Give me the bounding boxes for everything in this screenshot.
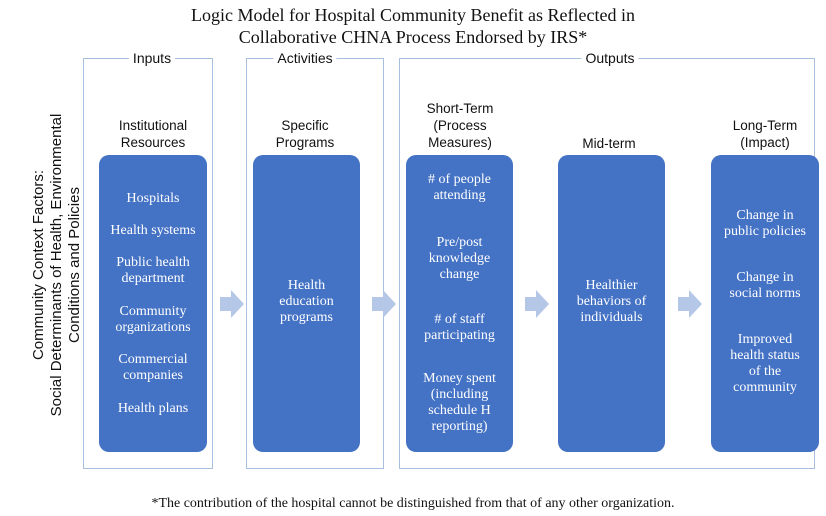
short-term-item-people-attending: # of people attending: [428, 172, 491, 203]
input-item-hospitals: Hospitals: [126, 191, 180, 206]
inputs-section-label: Inputs: [128, 49, 176, 67]
arrow-shape: [372, 290, 396, 318]
arrow-activities-to-short-term: [372, 290, 396, 318]
arrow-mid-term-to-long-term: [678, 290, 702, 318]
arrow-shape: [525, 290, 549, 318]
inputs-heading: Institutional Resources: [118, 118, 188, 150]
activity-item-health-education-programs: Health education programs: [279, 278, 334, 325]
title-line-2: Collaborative CHNA Process Endorsed by I…: [238, 27, 588, 47]
mid-term-heading: Mid-term: [582, 136, 636, 151]
input-item-health-plans: Health plans: [117, 401, 189, 416]
input-item-health-systems: Health systems: [110, 223, 196, 238]
arrow-short-term-to-mid-term: [525, 290, 549, 318]
input-item-public-health-department: Public health department: [116, 255, 190, 286]
activities-heading: Specific Programs: [275, 118, 335, 150]
arrow-inputs-to-activities: [220, 290, 244, 318]
long-term-item-health-status: Improved health status of the community: [730, 332, 800, 395]
side-label-line-3: Conditions and Policies: [66, 187, 83, 343]
footnote: *The contribution of the hospital cannot…: [151, 496, 675, 511]
inputs-box: Hospitals Health systems Public health d…: [99, 155, 207, 452]
long-term-box: Change in public policies Change in soci…: [711, 155, 819, 452]
short-term-heading: Short-Term (Process Measures): [426, 101, 494, 150]
short-term-item-staff-participating: # of staff participating: [424, 312, 495, 343]
input-item-commercial-companies: Commercial companies: [118, 352, 188, 383]
arrow-shape: [678, 290, 702, 318]
long-term-heading: Long-Term (Impact): [732, 118, 798, 150]
outputs-section-label: Outputs: [581, 49, 639, 67]
long-term-item-public-policies: Change in public policies: [723, 208, 807, 239]
short-term-box: # of people attending Pre/post knowledge…: [406, 155, 513, 452]
mid-term-box: Healthier behaviors of individuals: [558, 155, 665, 452]
title-line-1: Logic Model for Hospital Community Benef…: [191, 5, 635, 25]
activities-box: Health education programs: [253, 155, 360, 452]
diagram-title: Logic Model for Hospital Community Benef…: [0, 4, 826, 48]
community-context-label: Community Context Factors: Social Determ…: [30, 65, 84, 465]
short-term-item-knowledge-change: Pre/post knowledge change: [428, 235, 491, 282]
arrow-shape: [220, 290, 244, 318]
long-term-item-social-norms: Change in social norms: [729, 270, 801, 301]
input-item-community-organizations: Community organizations: [115, 304, 191, 335]
side-label-line-1: Community Context Factors:: [30, 169, 47, 361]
side-label-line-2: Social Determinants of Health, Environme…: [48, 113, 65, 417]
mid-term-item-healthier-behaviors: Healthier behaviors of individuals: [576, 278, 647, 325]
activities-section-label: Activities: [273, 49, 337, 67]
short-term-item-money-spent: Money spent (including schedule H report…: [423, 371, 496, 434]
